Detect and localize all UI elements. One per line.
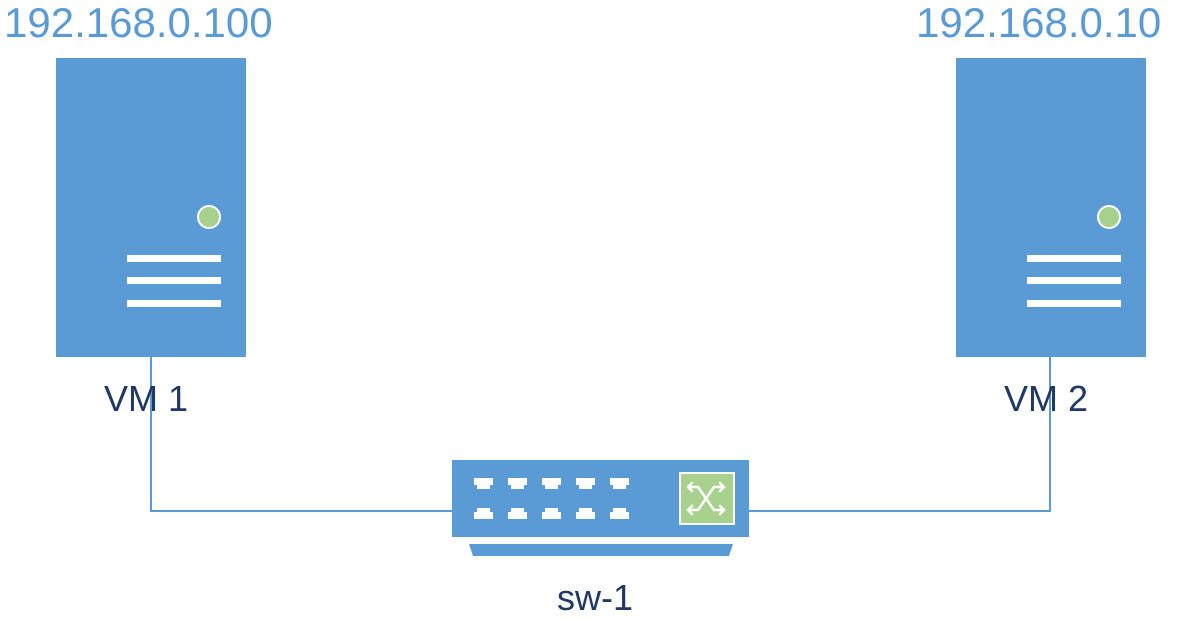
switch-port-row-top [474, 478, 629, 489]
switching-arrows-icon [679, 472, 735, 525]
switch-port [576, 478, 595, 489]
server-vm1 [56, 58, 246, 357]
switch-port [542, 508, 561, 519]
status-led [197, 205, 221, 229]
switch-port-row-bottom [474, 508, 629, 519]
switch-port-grid [474, 478, 629, 519]
drive-bay-line [127, 255, 221, 262]
drive-bay-line [1027, 255, 1121, 262]
server-chassis [56, 58, 246, 357]
switch-emblem-box [679, 472, 735, 525]
server-vm2 [956, 58, 1146, 357]
server-chassis [956, 58, 1146, 357]
switch-base [469, 544, 733, 556]
switch-port [508, 478, 527, 489]
network-switch-icon [452, 460, 749, 556]
server-icon [56, 58, 246, 357]
switch-sw1 [452, 460, 749, 556]
drive-bay-line [127, 300, 221, 307]
switch-port [576, 508, 595, 519]
switch-port [610, 478, 629, 489]
link-vm1-sw1 [150, 357, 452, 512]
vm1-name-label: VM 1 [104, 378, 189, 419]
drive-bay-line [1027, 300, 1121, 307]
drive-bay-line [127, 277, 221, 284]
status-led [1097, 205, 1121, 229]
vm1-ip-address: 192.168.0.100 [4, 0, 273, 46]
drive-bay-line [1027, 277, 1121, 284]
switch-name-label: sw-1 [557, 577, 634, 618]
switch-port [508, 508, 527, 519]
switch-port [610, 508, 629, 519]
switch-port [474, 478, 493, 489]
switch-port [542, 478, 561, 489]
link-vm2-sw1 [749, 357, 1051, 512]
vm2-name-label: VM 2 [1004, 378, 1089, 419]
server-icon [956, 58, 1146, 357]
vm2-ip-address: 192.168.0.10 [916, 0, 1162, 46]
switch-port [474, 508, 493, 519]
